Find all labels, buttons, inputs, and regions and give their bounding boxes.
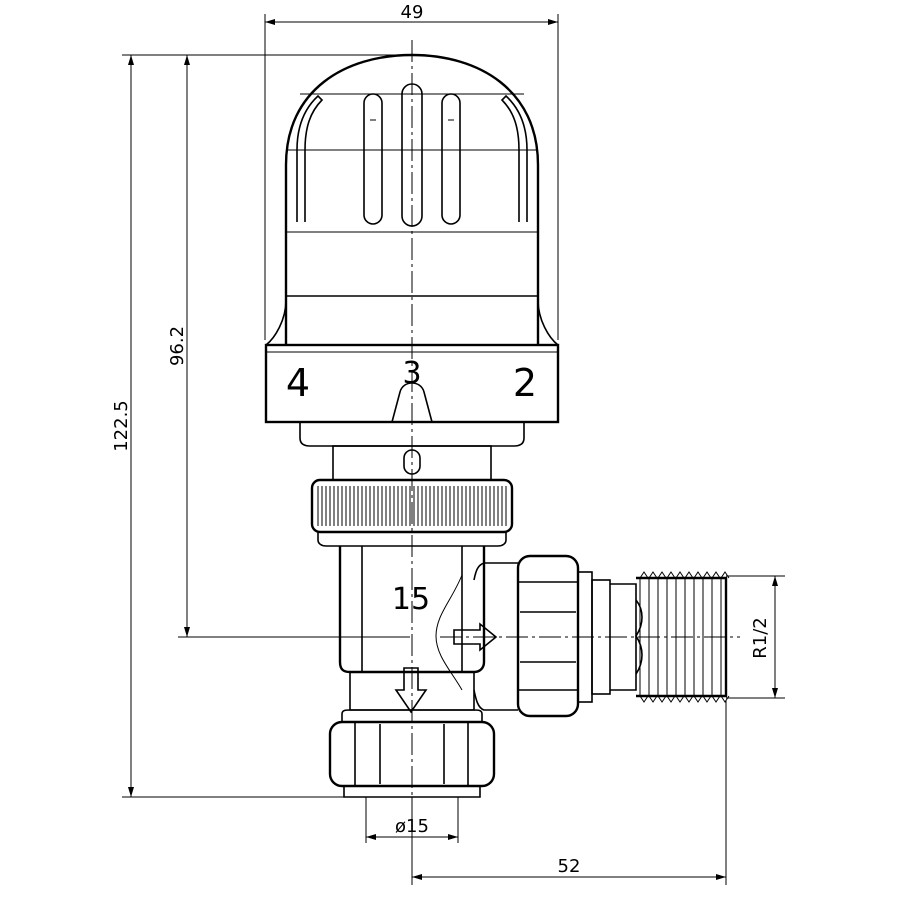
dim-label-thread: R1/2 bbox=[750, 617, 771, 658]
body-size-label: 15 bbox=[392, 582, 430, 617]
dimension-thread: R1/2 bbox=[726, 575, 785, 699]
dim-label-height-axis: 96.2 bbox=[167, 326, 188, 366]
dimension-height-axis: 96.2 bbox=[167, 54, 410, 638]
flow-arrow-inlet bbox=[453, 622, 498, 652]
dim-label-offset: 52 bbox=[558, 856, 581, 877]
dim-label-width: 49 bbox=[401, 2, 424, 23]
dimension-height-total: 122.5 bbox=[111, 54, 410, 798]
dimension-offset: 52 bbox=[411, 700, 727, 885]
valve-body: 15 bbox=[338, 546, 518, 714]
dial-mark-right: 2 bbox=[513, 361, 537, 405]
dimension-width-top: 49 bbox=[264, 2, 559, 340]
flow-arrow-outlet bbox=[394, 667, 428, 714]
inlet-union-nut bbox=[516, 554, 611, 718]
dim-label-height-total: 122.5 bbox=[111, 400, 132, 452]
dial-mark-left: 4 bbox=[286, 361, 310, 405]
